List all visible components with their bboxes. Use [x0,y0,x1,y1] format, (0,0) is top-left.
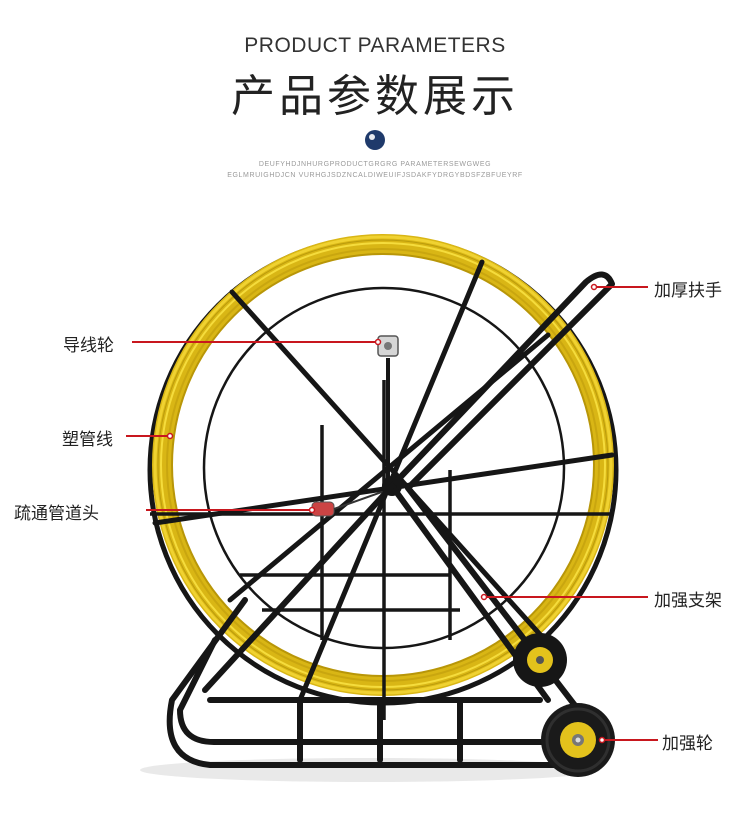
base-frame [166,483,573,768]
front-wheel [541,703,615,777]
micro-text-line-1: DEUFYHDJNHURGPRODUCTGRGRG PARAMETERSEWGW… [258,161,492,168]
label-wheel: 加强轮 [662,734,713,754]
label-armrest: 加厚扶手 [654,281,722,301]
label-guide-wheel: 导线轮 [63,336,114,356]
label-plastic-rod: 塑管线 [62,430,113,450]
label-support-frame: 加强支架 [654,591,722,611]
dredge-head-part [311,491,383,517]
inner-brackets [150,380,610,720]
callout-dots [166,283,606,744]
callout-lines [126,286,658,741]
header: PRODUCT PARAMETERS 产品参数展示 DEUFYHDJNHURGP… [0,0,750,190]
micro-text-line-2: EGLMRUIGHDJCN VURHGJSDZNCALDIWEUIFJSDAKF… [227,172,523,179]
title-chinese: 产品参数展示 [231,71,519,122]
ground-shadow [140,758,600,782]
title-english: PRODUCT PARAMETERS [244,34,506,57]
guide-wheel-part [377,335,399,478]
circle-dot-icon [363,128,387,152]
label-dredge-head: 疏通管道头 [14,504,99,524]
rear-wheel [513,633,567,687]
